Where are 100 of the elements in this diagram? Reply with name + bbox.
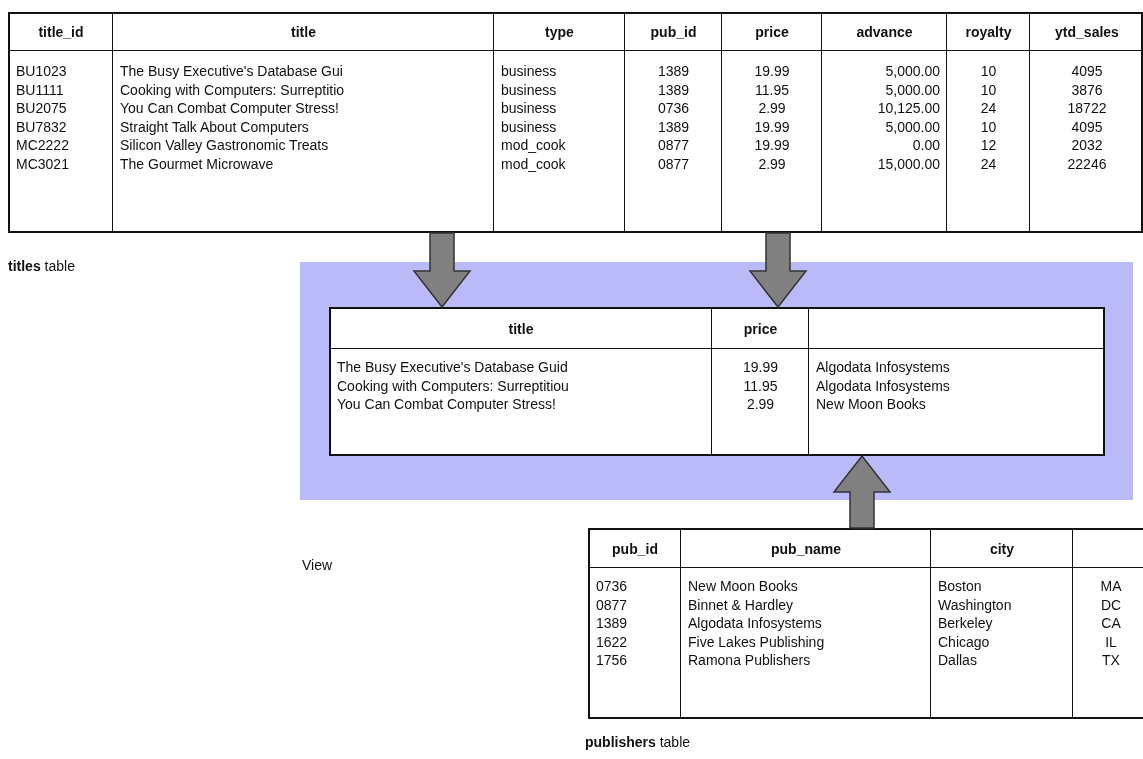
table-cell-text: 2.99 [757, 154, 787, 173]
table-cell-text: 11.95 [742, 376, 779, 395]
table-cell-text: Algodata Infosystems [688, 614, 823, 632]
table-cell-text: 22246 [1066, 154, 1108, 173]
table-cell-text: BU7832 [16, 117, 68, 136]
table-cell-text: business [501, 117, 558, 136]
data-table [329, 307, 1105, 456]
table-cell-text: BU1111 [16, 80, 65, 99]
table-cell-text: MA [1099, 577, 1123, 595]
column-header: title [507, 319, 535, 338]
column-header: advance [855, 23, 914, 41]
column-header: ytd_sales [1054, 23, 1120, 41]
table-cell-text: 5,000.00 [884, 62, 940, 80]
table-cell-text: Cooking with Computers: Surreptitiou [337, 376, 570, 395]
column-header: pub_name [770, 539, 842, 558]
table-cell-text: BU2075 [16, 99, 68, 117]
table-cell-text: 3876 [1070, 80, 1104, 99]
table-cell-text: 1389 [596, 614, 629, 632]
view-label: View [302, 557, 333, 573]
table-cell-text: 10 [979, 80, 998, 99]
table-cell-text: 1389 [656, 117, 691, 136]
table-cell-text: Algodata Infosystems [816, 376, 951, 395]
table-cell-text: mod_cook [501, 136, 567, 154]
table-cell-text: CA [1100, 614, 1122, 632]
table-cell-text: Straight Talk About Computers [120, 117, 310, 136]
table-cell-text: 19.99 [753, 62, 791, 80]
table-cell-text: 2.99 [757, 99, 787, 117]
table-cell-text: 24 [979, 99, 998, 117]
table-cell-text: 24 [979, 154, 998, 173]
view-panel [300, 262, 1133, 500]
column-header: pub_id [649, 23, 698, 41]
table-cell-text: Cooking with Computers: Surreptitio [120, 80, 346, 99]
table-cell-text: 0736 [656, 99, 691, 117]
table-cell-text: You Can Combat Computer Stress! [120, 99, 340, 117]
table-cell-text: business [501, 99, 558, 117]
table-cell-text: New Moon Books [816, 395, 927, 413]
data-table [8, 12, 1143, 233]
table-cell-text: IL [1104, 632, 1118, 651]
table-cell-text: 0.00 [911, 136, 940, 154]
table-cell-text: 5,000.00 [884, 80, 940, 99]
table-cell-text: 1389 [656, 80, 691, 99]
table-cell-text: 2032 [1070, 136, 1104, 154]
table-cell-text: mod_cook [501, 154, 567, 173]
table-cell-text: 5,000.00 [884, 117, 940, 136]
table-cell-text: The Gourmet Microwave [120, 154, 275, 173]
table-cell-text: 10 [979, 117, 998, 136]
table-cell-text: 12 [979, 136, 998, 154]
table-cell-text: 0877 [596, 595, 629, 614]
table-cell-text: Berkeley [938, 614, 994, 632]
table-cell-text: DC [1099, 595, 1123, 614]
table-cell-text: The Busy Executive's Database Gui [120, 62, 344, 80]
block-arrow [412, 232, 472, 309]
table-cell-text: Boston [938, 577, 983, 595]
table-cell-text: Chicago [938, 632, 991, 651]
table-cell-text: 10 [979, 62, 998, 80]
table-cell-text: Binnet & Hardley [688, 595, 795, 614]
table-label: titles table [8, 258, 75, 274]
table-label: publishers table [585, 734, 691, 750]
table-cell-text: MC3021 [16, 154, 70, 173]
table-cell-text: business [501, 62, 558, 80]
column-header: price [742, 319, 779, 338]
table-cell-text: 18722 [1066, 99, 1108, 117]
table-cell-text: 15,000.00 [876, 154, 940, 173]
table-cell-text: 0877 [656, 154, 691, 173]
table-cell-text: business [501, 80, 558, 99]
table-cell-text: New Moon Books [688, 577, 799, 595]
table-cell-text: Silicon Valley Gastronomic Treats [120, 136, 330, 154]
column-header: type [544, 23, 575, 41]
table-cell-text: MC2222 [16, 136, 70, 154]
column-header: city [988, 539, 1016, 558]
table-cell-text: 2.99 [745, 395, 776, 413]
table-cell-text: BU1023 [16, 62, 68, 80]
table-cell-text: Washington [938, 595, 1013, 614]
column-header: price [754, 23, 790, 41]
table-cell-text: 4095 [1070, 62, 1104, 80]
table-cell-text: Ramona Publishers [688, 651, 812, 669]
block-arrow [748, 232, 808, 309]
table-cell-text: 1622 [596, 632, 629, 651]
table-cell-text: 19.99 [753, 136, 791, 154]
table-cell-text: 10,125.00 [876, 99, 940, 117]
table-cell-text: 11.95 [754, 80, 790, 99]
column-header: royalty [964, 23, 1013, 41]
column-header: pub_id [611, 539, 659, 558]
table-cell-text: 4095 [1070, 117, 1104, 136]
table-cell-text: 1389 [656, 62, 691, 80]
table-cell-text: 19.99 [741, 358, 779, 376]
table-cell-text: Dallas [938, 651, 978, 669]
table-cell-text: 0736 [596, 577, 629, 595]
table-cell-text: You Can Combat Computer Stress! [337, 395, 557, 413]
block-arrow [832, 454, 892, 529]
table-cell-text: Five Lakes Publishing [688, 632, 826, 651]
table-cell-text: 0877 [656, 136, 691, 154]
table-cell-text: TX [1101, 651, 1121, 669]
column-header: title [290, 23, 317, 41]
column-header: title_id [37, 23, 85, 41]
table-cell-text: Algodata Infosystems [816, 358, 951, 376]
table-cell-text: 1756 [596, 651, 629, 669]
table-cell-text: The Busy Executive's Database Guid [337, 358, 569, 376]
table-cell-text: 19.99 [753, 117, 791, 136]
data-table [588, 528, 1143, 719]
